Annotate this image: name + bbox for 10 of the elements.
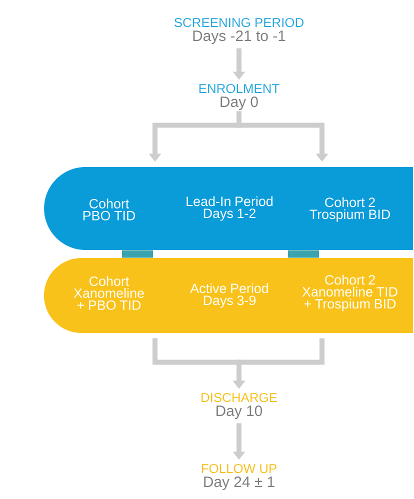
cohort-label: Cohort 2 Trospium BID xyxy=(310,197,390,222)
milestone-label: ENROLMENT Day 0 xyxy=(199,84,280,110)
milestone-label: SCREENING PERIOD Days -21 to -1 xyxy=(174,18,304,44)
milestone-label: FOLLOW UP Day 24 ± 1 xyxy=(202,464,276,490)
milestone-label: DISCHARGE Day 10 xyxy=(202,392,277,420)
connector-bar xyxy=(288,250,319,258)
cohort-label: Cohort Xanomeline + PBO TID xyxy=(74,276,144,310)
cohort-label: Cohort 2 Xanomeline TID + Trospium BID xyxy=(302,274,398,312)
cohort-label: Cohort PBO TID xyxy=(83,198,136,220)
connector-bar xyxy=(122,250,153,258)
